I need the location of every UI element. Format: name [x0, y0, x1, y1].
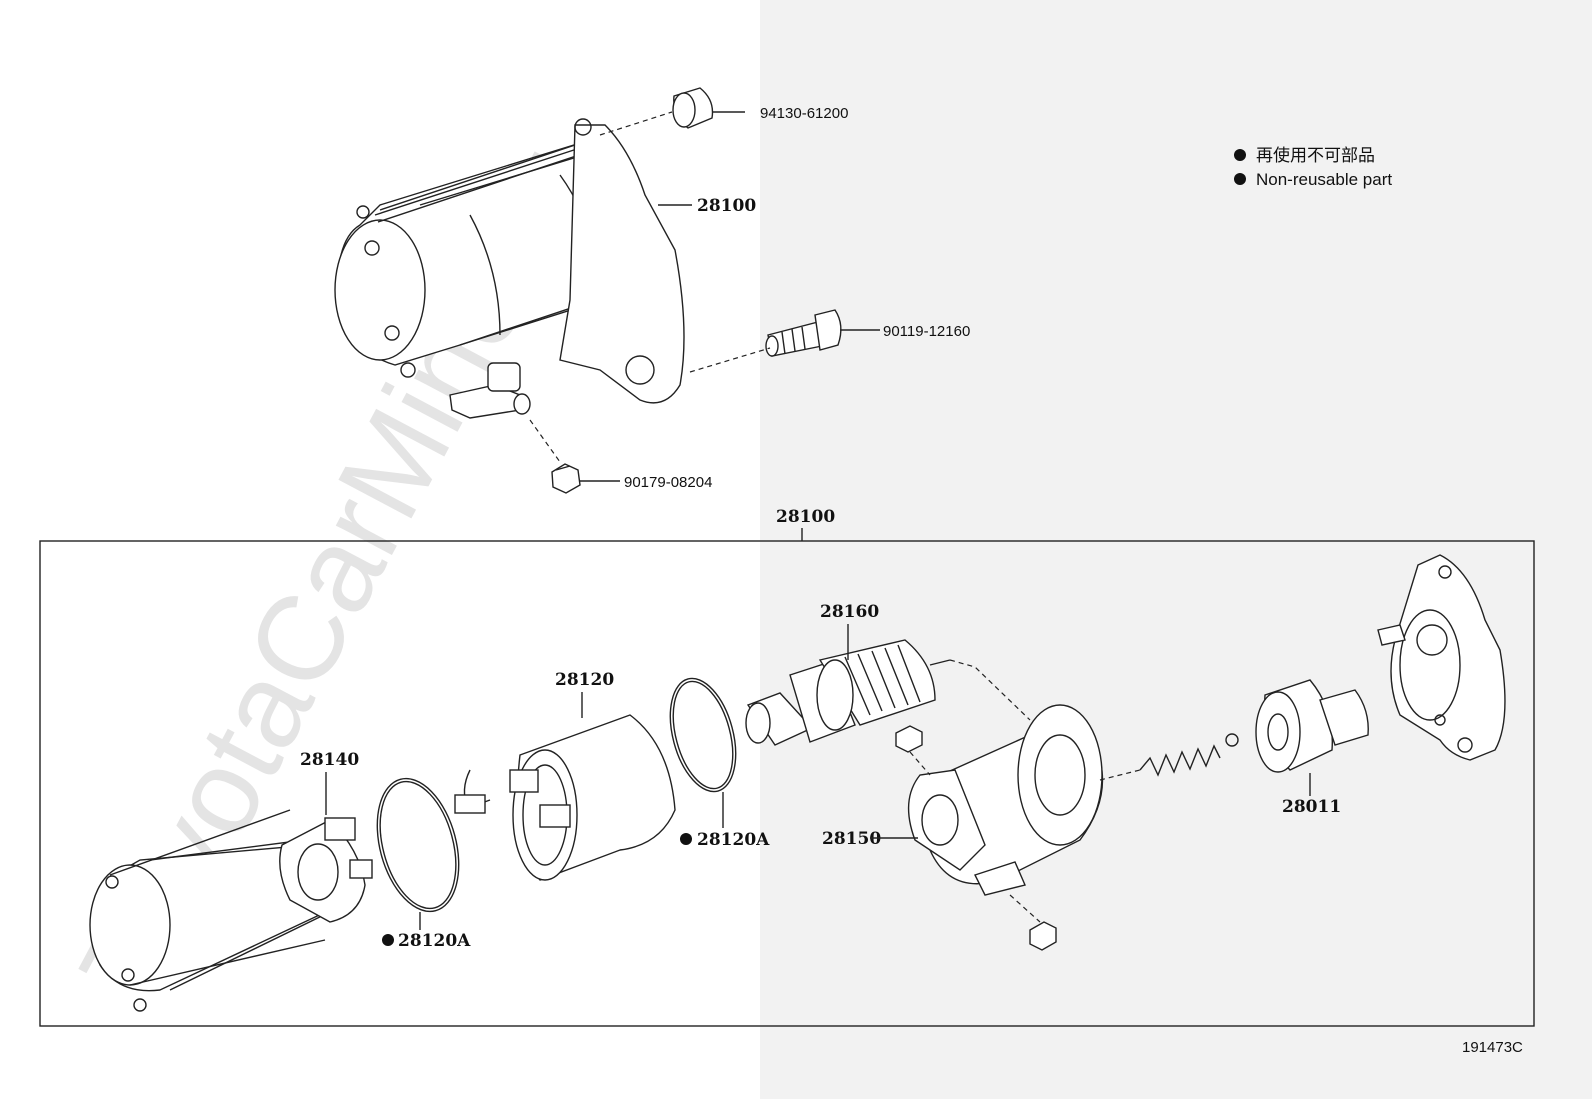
label-28100-top: 28100: [697, 196, 756, 216]
dash-90179: [529, 419, 561, 463]
label-28011: 28011: [1282, 797, 1341, 817]
brush-holder-part: [279, 817, 373, 923]
spring-part: [1139, 744, 1221, 777]
nut-part: [551, 463, 581, 494]
drive-housing-part: [1377, 554, 1506, 761]
legend-dot-en: [1234, 173, 1246, 185]
clutch-part: [1255, 679, 1369, 773]
label-28100-group: 28100: [776, 507, 835, 527]
label-28160: 28160: [820, 602, 879, 622]
diagram-code: 191473C: [1462, 1039, 1523, 1056]
non-reusable-dot-mid: [680, 833, 692, 845]
starter-assembly-drawing: [334, 118, 685, 419]
dash-small-cap: [909, 751, 931, 776]
label-94130-61200: 94130-61200: [760, 105, 848, 122]
label-90119-12160: 90119-12160: [883, 323, 970, 340]
field-frame-part: [454, 714, 676, 881]
label-90179-08204: 90179-08204: [624, 474, 712, 491]
small-cap-part: [895, 725, 923, 753]
o-ring-left-part: [376, 777, 460, 913]
dash-small-nut: [1009, 894, 1041, 923]
switch-housing-part: [907, 704, 1104, 896]
dash-90119: [689, 347, 771, 373]
motor-yoke-drawing: [89, 809, 331, 1012]
legend-dot-jp: [1234, 149, 1246, 161]
dash-spring: [1099, 769, 1141, 781]
label-28120a-mid: 28120A: [697, 830, 770, 850]
dash-28160: [949, 659, 1031, 721]
ball-part: [1225, 733, 1239, 747]
o-ring-mid-part: [669, 677, 737, 793]
bushing-part: [672, 87, 714, 129]
label-28120a-left: 28120A: [398, 931, 471, 951]
exploded-frame: [39, 540, 1535, 1027]
small-nut-part: [1029, 921, 1057, 951]
non-reusable-dot-left: [382, 934, 394, 946]
label-28140: 28140: [300, 750, 359, 770]
legend-en: Non-reusable part: [1256, 170, 1392, 189]
armature-part: [745, 639, 951, 746]
legend-jp: 再使用不可部品: [1256, 145, 1375, 165]
label-28150: 28150: [822, 829, 881, 849]
label-28120: 28120: [555, 670, 614, 690]
background-right: [760, 0, 1592, 1099]
dash-94130: [599, 111, 673, 136]
bolt-part: [765, 309, 842, 357]
